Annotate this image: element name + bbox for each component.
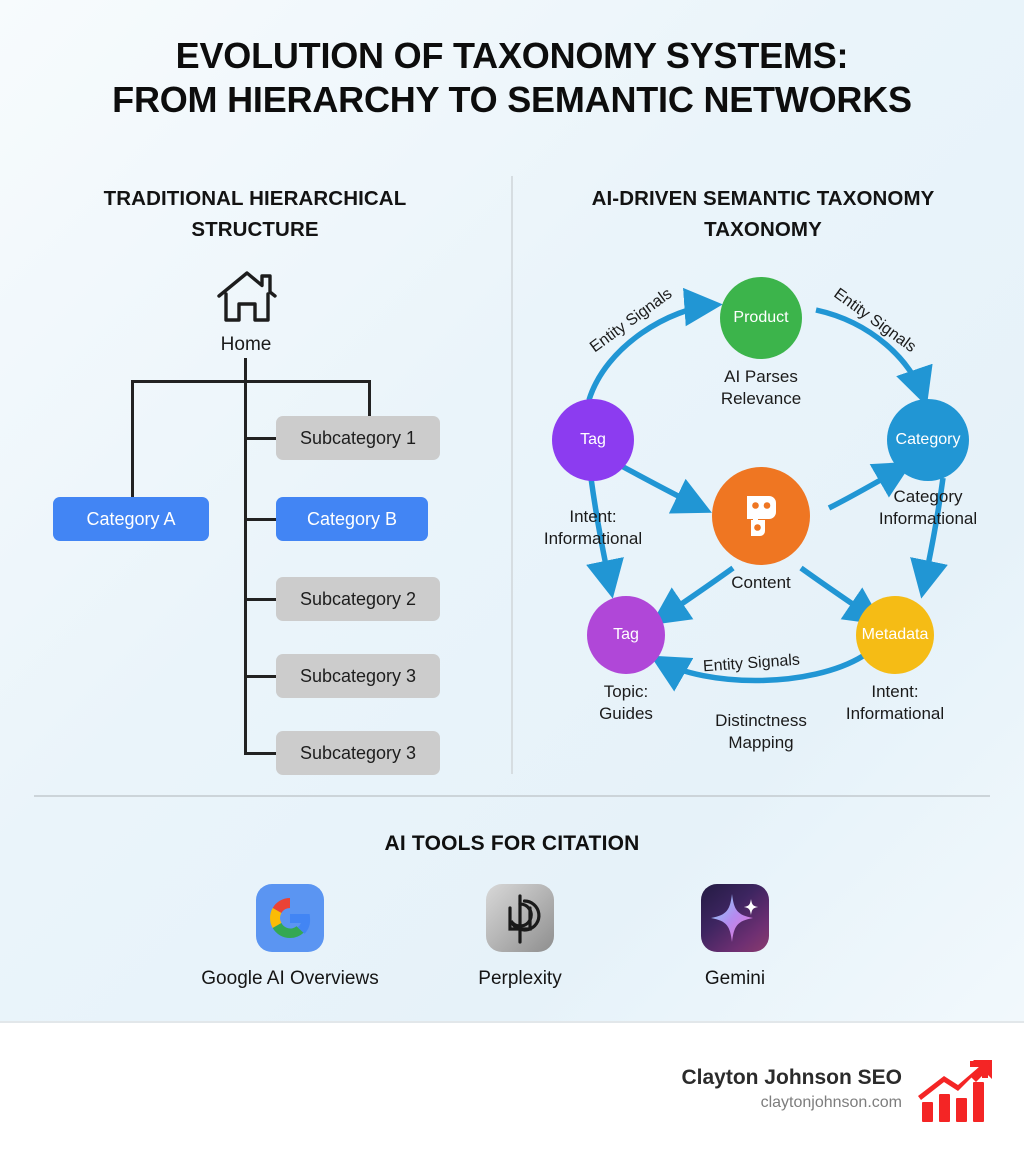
tree-line-branch-5 [244, 752, 277, 755]
tree-line-branch-2 [244, 518, 277, 521]
node-caption-content: Content [691, 572, 831, 594]
tree-line-left-drop [131, 380, 134, 499]
tree-node-label: Category B [306, 508, 398, 529]
tool-gemini[interactable]: Gemini [625, 884, 845, 990]
caption-line-1: Intent: [871, 682, 919, 701]
footer-divider [0, 1021, 1024, 1023]
caption-line-1: Distinctness [715, 711, 807, 730]
node-caption-tag-bottom: Topic: Guides [556, 681, 696, 725]
gemini-spark-icon [701, 884, 769, 952]
caption-line-2: Mapping [728, 733, 794, 752]
footer-background [0, 1023, 1024, 1154]
home-icon [217, 271, 277, 322]
node-category[interactable]: Category [887, 399, 969, 481]
edge-content-to-category [827, 461, 913, 511]
tree-line-branch-1 [244, 437, 277, 440]
left-header-line-1: TRADITIONAL HIERARCHICAL [103, 187, 407, 210]
node-tag-bottom[interactable]: Tag [587, 596, 665, 674]
tree-node-label: Subcategory 3 [299, 665, 417, 686]
tree-node-label: Subcategory 3 [299, 742, 417, 763]
edge-metadata-to-tagbottom [650, 653, 865, 692]
left-panel-header: TRADITIONAL HIERARCHICAL STRUCTURE [30, 183, 480, 245]
tree-node-label: Subcategory 2 [299, 588, 417, 609]
tool-google-ai-overviews[interactable]: Google AI Overviews [180, 884, 400, 990]
left-header-line-2: STRUCTURE [191, 218, 319, 241]
tree-line-spine [244, 380, 247, 755]
tree-line-top-bus [131, 380, 371, 383]
node-content[interactable] [712, 467, 810, 565]
node-caption-metadata: Intent: Informational [825, 681, 965, 725]
edge-product-to-category [815, 307, 933, 407]
robot-icon [747, 496, 776, 536]
caption-line-2: Informational [878, 509, 978, 528]
tree-line-branch-4 [244, 675, 277, 678]
node-metadata[interactable]: Metadata [856, 596, 934, 674]
edge-content-to-tagbottom [650, 565, 735, 625]
node-caption-tag-left: Intent: Informational [523, 506, 663, 550]
tools-section-header: AI TOOLS FOR CITATION [384, 832, 640, 855]
google-g-icon [256, 884, 324, 952]
edge-tagleft-to-product [586, 287, 723, 401]
node-tag-left[interactable]: Tag [552, 399, 634, 481]
page-title: EVOLUTION OF TAXONOMY SYSTEMS: FROM HIER… [0, 34, 1024, 122]
tree-node-subcategory-2[interactable]: Subcategory 2 [276, 577, 440, 621]
title-line-2: FROM HIERARCHY TO SEMANTIC NETWORKS [112, 79, 912, 120]
tool-perplexity[interactable]: Perplexity [410, 884, 630, 990]
caption-line-2: Informational [543, 529, 643, 548]
tree-node-subcategory-1[interactable]: Subcategory 1 [276, 416, 440, 460]
right-panel-header: AI-DRIVEN SEMANTIC TAXONOMY TAXONOMY [520, 183, 1006, 245]
caption-line-1: Intent: [569, 507, 617, 526]
brand-url: claytonjohnson.com [760, 1094, 902, 1111]
tree-node-category-a[interactable]: Category A [53, 497, 209, 541]
node-label: Product [733, 309, 789, 326]
node-caption-category: Category Informational [858, 486, 998, 530]
caption-line-1: AI Parses [724, 367, 798, 386]
caption-line-2: Informational [845, 704, 945, 723]
right-header-line-2: TAXONOMY [704, 218, 822, 241]
tree-node-category-b[interactable]: Category B [276, 497, 428, 541]
tree-node-subcategory-3-b[interactable]: Subcategory 3 [276, 731, 440, 775]
vertical-divider [511, 176, 513, 774]
caption-line-2: Relevance [720, 389, 802, 408]
node-product[interactable]: Product [720, 277, 802, 359]
tree-node-label: Category A [86, 508, 176, 529]
growth-chart-icon [918, 1060, 992, 1122]
brand-name: Clayton Johnson SEO [681, 1066, 902, 1089]
perplexity-icon [486, 884, 554, 952]
tree-line-root-stem [244, 358, 247, 382]
node-label: Category [895, 431, 961, 448]
tree-line-right-drop [368, 380, 371, 418]
caption-line-1: Category [893, 487, 963, 506]
tree-node-label: Subcategory 1 [299, 427, 417, 448]
title-line-1: EVOLUTION OF TAXONOMY SYSTEMS: [175, 35, 849, 76]
tree-line-branch-3 [244, 598, 277, 601]
node-caption-product: AI Parses Relevance [691, 366, 831, 410]
right-header-line-1: AI-DRIVEN SEMANTIC TAXONOMY [591, 187, 935, 210]
caption-line-1: Topic: [603, 682, 649, 701]
tool-label: Gemini [704, 968, 766, 989]
tool-label: Google AI Overviews [201, 968, 379, 989]
tool-label: Perplexity [478, 968, 562, 989]
node-label: Tag [580, 431, 606, 448]
horizontal-divider [34, 795, 990, 797]
node-label: Tag [613, 626, 639, 643]
caption-line-2: Guides [599, 704, 653, 723]
edge-tagleft-to-content [614, 460, 712, 514]
home-label: Home [220, 334, 272, 355]
node-label: Metadata [861, 626, 929, 643]
edge-caption-distinctness-mapping: Distinctness Mapping [691, 710, 831, 754]
edge-category-to-metadata [910, 477, 948, 599]
caption-line-1: Content [731, 573, 791, 592]
tree-node-subcategory-3-a[interactable]: Subcategory 3 [276, 654, 440, 698]
edge-tagleft-to-tagbottom [586, 477, 624, 599]
